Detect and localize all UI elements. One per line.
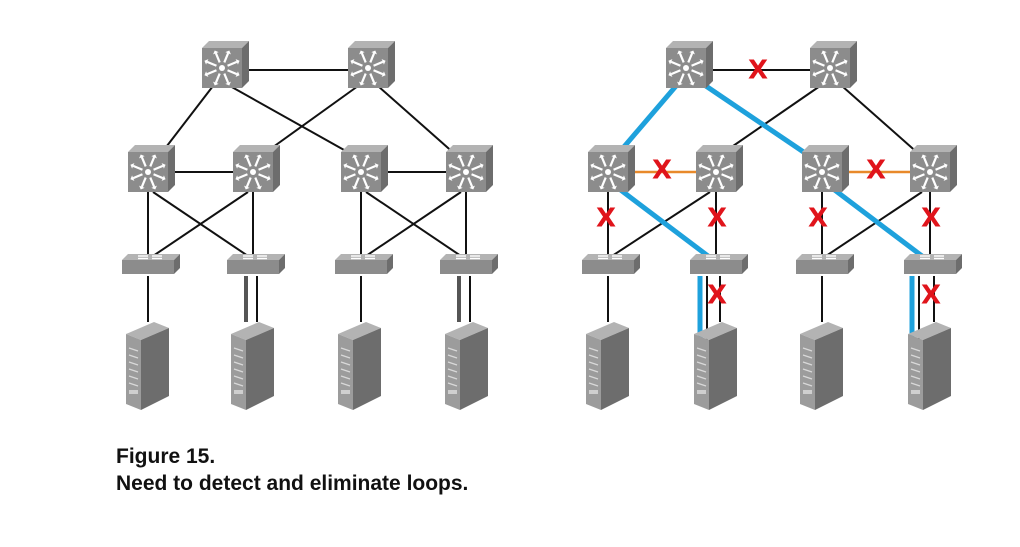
right-agg-3-router-star-icon <box>802 145 849 192</box>
right-access-4-switch-icon <box>904 254 962 274</box>
left-agg-3-router-star-icon <box>341 145 388 192</box>
core2-agg2-link <box>261 85 359 156</box>
left-core-1-router-star-icon <box>202 41 249 88</box>
right-core-2-router-star-icon <box>810 41 857 88</box>
r-agg2-acc1-link <box>611 191 711 257</box>
blocked-agg2-acc2-marker: X <box>707 204 727 234</box>
blocked-agg3-acc3-marker: X <box>808 204 828 234</box>
core1-agg3-link <box>229 85 354 156</box>
right-server-3-server-tower-icon <box>800 322 843 410</box>
r-core1-agg1-stp-link <box>615 84 678 157</box>
agg2-acc1-link <box>152 191 249 257</box>
core1-agg1-link <box>159 85 214 156</box>
left-access-3-switch-icon <box>335 254 393 274</box>
left-access-1-switch-icon <box>122 254 180 274</box>
blocked-acc2-srv2-marker: X <box>707 281 727 311</box>
links-layer <box>147 69 935 340</box>
left-server-3-server-tower-icon <box>338 322 381 410</box>
left-access-4-switch-icon <box>440 254 498 274</box>
right-agg-1-router-star-icon <box>588 145 635 192</box>
right-server-4-server-tower-icon <box>908 322 951 410</box>
figure-caption: Figure 15. Need to detect and eliminate … <box>116 443 468 497</box>
r-core2-agg2-link <box>719 85 821 156</box>
left-server-2-server-tower-icon <box>231 322 274 410</box>
blocked-markers-layer: X X X X X X X X X <box>596 56 941 311</box>
left-core-2-router-star-icon <box>348 41 395 88</box>
blocked-agg1-agg2-marker: X <box>652 156 672 186</box>
right-server-2-server-tower-icon <box>694 322 737 410</box>
right-server-1-server-tower-icon <box>586 322 629 410</box>
right-access-3-switch-icon <box>796 254 854 274</box>
r-core1-agg3-stp-link <box>698 79 810 158</box>
left-server-4-server-tower-icon <box>445 322 488 410</box>
r-core2-agg4-link <box>841 85 921 156</box>
r-agg4-acc3-link <box>825 191 923 257</box>
figure-description: Need to detect and eliminate loops. <box>116 472 469 495</box>
left-agg-2-router-star-icon <box>233 145 280 192</box>
figure-label: Figure 15. <box>116 445 216 468</box>
right-agg-2-router-star-icon <box>696 145 743 192</box>
left-agg-4-router-star-icon <box>446 145 493 192</box>
right-agg-4-router-star-icon <box>910 145 957 192</box>
r-agg1-acc2-stp-link <box>616 186 710 258</box>
right-access-1-switch-icon <box>582 254 640 274</box>
right-core-1-router-star-icon <box>666 41 713 88</box>
agg4-acc3-link <box>365 191 462 257</box>
r-agg3-acc4-stp-link <box>830 186 924 258</box>
core2-agg4-link <box>377 85 457 156</box>
left-agg-1-router-star-icon <box>128 145 175 192</box>
right-access-2-switch-icon <box>690 254 748 274</box>
blocked-agg1-acc1-marker: X <box>596 204 616 234</box>
left-server-1-server-tower-icon <box>126 322 169 410</box>
blocked-agg4-acc4-marker: X <box>921 204 941 234</box>
blocked-core-link-marker: X <box>748 56 768 86</box>
left-access-2-switch-icon <box>227 254 285 274</box>
blocked-acc4-srv4-marker: X <box>921 281 941 311</box>
blocked-agg3-agg4-marker: X <box>866 156 886 186</box>
devices-layer <box>122 41 962 410</box>
